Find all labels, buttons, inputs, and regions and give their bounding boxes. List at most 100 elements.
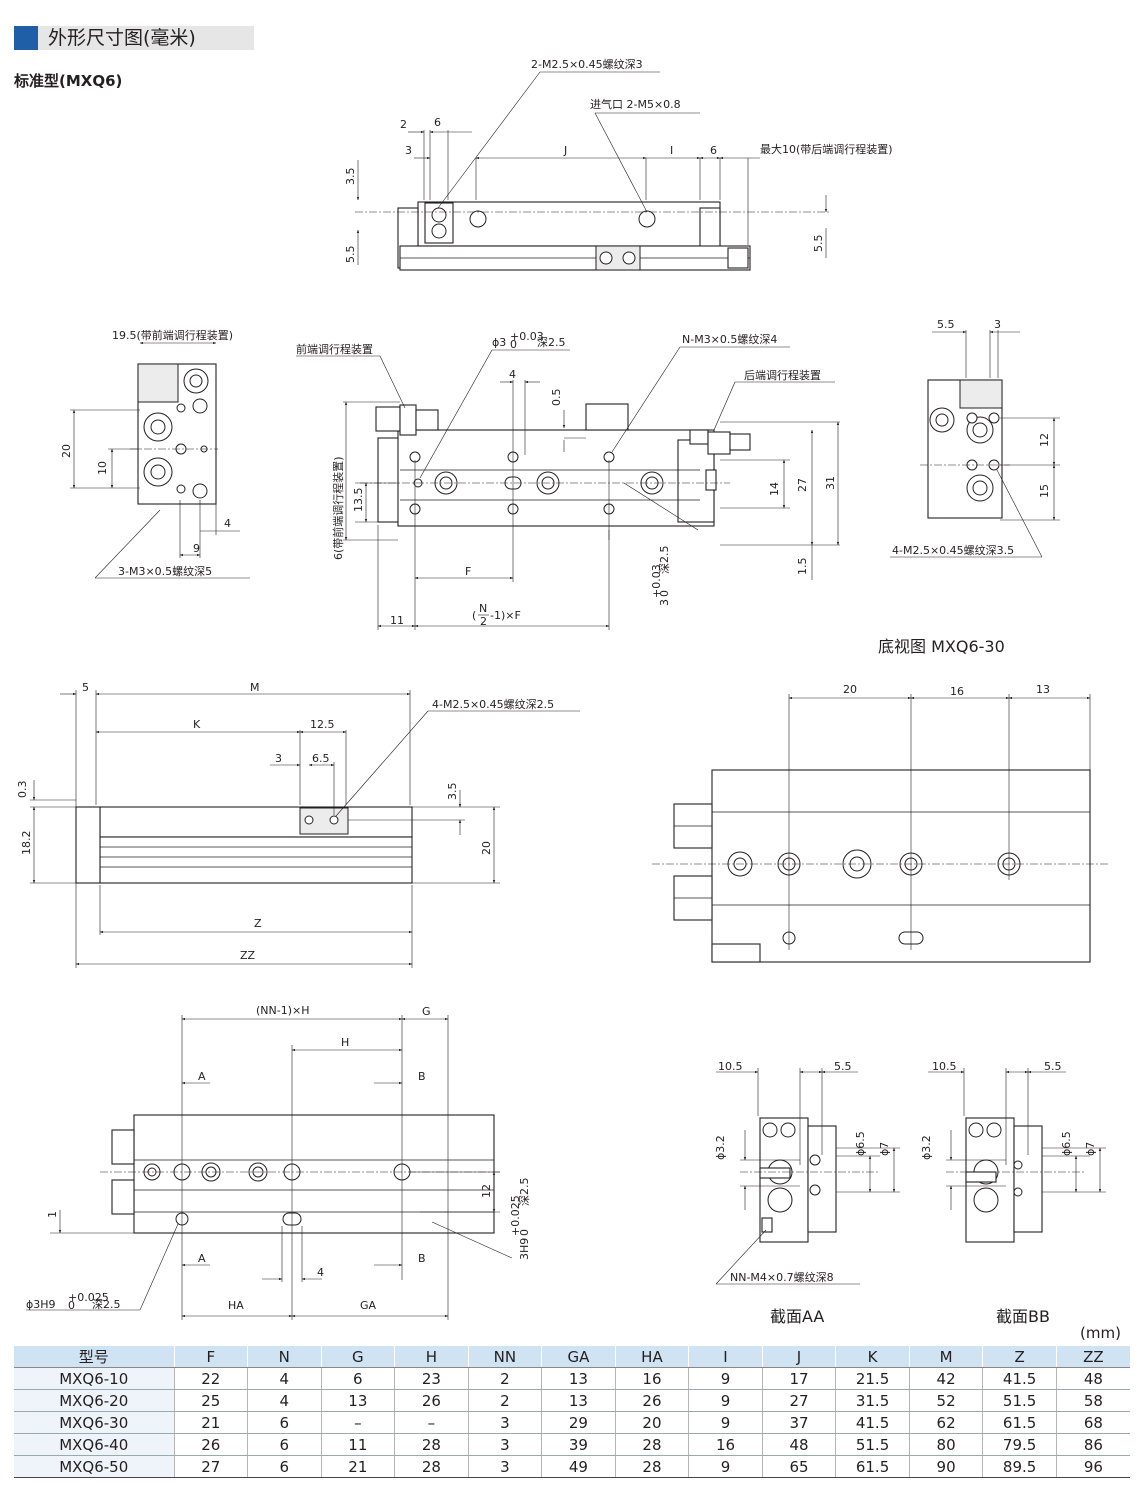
model-cell: MXQ6-30 (14, 1411, 174, 1434)
table-cell: 9 (688, 1455, 763, 1478)
dim-ZZ: ZZ (240, 949, 256, 962)
table-cell: 2 (467, 1389, 542, 1412)
table-cell: 42 (908, 1367, 983, 1390)
dim-11: 11 (390, 614, 404, 627)
table-cell: 17 (761, 1367, 836, 1390)
dim-9: 9 (193, 542, 200, 555)
dim-J: J (563, 144, 567, 157)
dim-1-tv: 1 (46, 1211, 59, 1218)
dim-20-sv: 20 (480, 841, 493, 855)
formula-d: 2 (480, 615, 487, 628)
dim-K: K (193, 718, 201, 731)
table-cell: 28 (614, 1433, 689, 1456)
dim-Z: Z (254, 917, 262, 930)
col-header: GA (541, 1346, 616, 1368)
thread-note: 2-M2.5×0.45螺纹深3 (531, 57, 643, 71)
table-cell: 52 (908, 1389, 983, 1412)
dim-3-5-sv: 3.5 (446, 783, 459, 801)
section-marker (14, 26, 38, 50)
table-cell: 28 (394, 1433, 469, 1456)
dimension-table: 型号 F N G H NN GA HA I J K M Z ZZ MXQ6-10… (14, 1346, 1130, 1478)
tv-slot-tol: +0.025 (509, 1195, 522, 1236)
table-row: MXQ6-50 27 6 21 28 3 49 28 9 65 61.5 90 … (14, 1455, 1130, 1478)
table-cell: 9 (688, 1367, 763, 1390)
dim-0-3: 0.3 (16, 781, 29, 799)
model-cell: MXQ6-20 (14, 1389, 174, 1412)
table-cell: 3 (467, 1433, 542, 1456)
col-header: ZZ (1055, 1346, 1130, 1368)
table-cell: 48 (1055, 1367, 1130, 1390)
table-cell: 9 (688, 1389, 763, 1412)
table-cell: 41.5 (835, 1411, 910, 1434)
section-b-bottom: B (418, 1252, 426, 1265)
front-note: 19.5(带前端调行程装置) (112, 328, 233, 342)
unit-label: (mm) (1080, 1324, 1121, 1342)
dim-G: G (422, 1005, 431, 1018)
slot-note: 3 (658, 599, 671, 606)
tv-pin-tol: +0.025 (68, 1291, 109, 1304)
dim-18-2: 18.2 (20, 831, 33, 856)
aa-dim-5-5: 5.5 (834, 1060, 852, 1073)
dim-1-5: 1.5 (796, 558, 809, 576)
table-cell: 65 (761, 1455, 836, 1478)
bottom-view-label: 底视图 MXQ6-30 (878, 637, 1005, 656)
table-cell: 26 (173, 1433, 248, 1456)
dim-31: 31 (824, 476, 837, 490)
section-aa-view: 10.5 5.5 ϕ3.2 ϕ6.5 ϕ7 NN-M4×0.7螺纹深8 (714, 1060, 900, 1285)
table-cell: – (394, 1411, 469, 1434)
table-cell: 58 (1055, 1389, 1130, 1412)
aa-dim-7: ϕ7 (878, 1142, 891, 1156)
table-cell: 89.5 (982, 1455, 1057, 1478)
dim-3-sv: 3 (275, 752, 282, 765)
col-header: I (688, 1346, 763, 1368)
top-view: 2 6 3 J I 6 最大10(带后端调行程装置) 2-M2.5×0.45螺纹… (344, 57, 893, 271)
table-cell: 13 (541, 1367, 616, 1390)
dim-13-5: 13.5 (352, 488, 365, 513)
table-cell: 13 (320, 1389, 395, 1412)
front-view: 19.5(带前端调行程装置) 20 10 4 9 3-M3×0.5螺纹深5 (60, 328, 250, 579)
bb-dim-10-5: 10.5 (932, 1060, 957, 1073)
table-row: MXQ6-10 22 4 6 23 2 13 16 9 17 21.5 42 4… (14, 1367, 1130, 1390)
tv-slot-tol0: 0 (518, 1229, 531, 1236)
table-cell: 29 (541, 1411, 616, 1434)
dim-12-tv: 12 (480, 1184, 493, 1198)
table-cell: 4 (247, 1389, 322, 1412)
section-title: 外形尺寸图(毫米) (48, 27, 196, 49)
table-cell: 49 (541, 1455, 616, 1478)
rear-view: 5.5 3 12 15 4-M2.5×0.45螺纹深3.5 (890, 318, 1060, 558)
table-cell: 96 (1055, 1455, 1130, 1478)
section-bb-view: 10.5 5.5 ϕ3.2 ϕ6.5 ϕ7 (920, 1060, 1106, 1243)
table-cell: 90 (908, 1455, 983, 1478)
table-cell: 2 (467, 1367, 542, 1390)
table-cell: 25 (173, 1389, 248, 1412)
table-row: MXQ6-40 26 6 11 28 3 39 28 16 48 51.5 80… (14, 1433, 1130, 1456)
table-cell: 39 (541, 1433, 616, 1456)
dim-5-5-rv: 5.5 (937, 318, 955, 331)
table-cell: 80 (908, 1433, 983, 1456)
col-header: J (761, 1346, 836, 1368)
table-cell: 9 (688, 1411, 763, 1434)
table-cell: 22 (173, 1367, 248, 1390)
table-cell: 31.5 (835, 1389, 910, 1412)
table-cell: 48 (761, 1433, 836, 1456)
col-header: G (320, 1346, 395, 1368)
table-view: (NN-1)×H G H A B A B 4 HA GA 12 1 ϕ3H9 +… (26, 1004, 531, 1320)
dim-15-rv: 15 (1038, 484, 1051, 498)
col-header: K (835, 1346, 910, 1368)
table-cell: 26 (394, 1389, 469, 1412)
formula-open: ( (472, 609, 476, 622)
bottom-thread-note: N-M3×0.5螺纹深4 (682, 332, 777, 346)
table-cell: 23 (394, 1367, 469, 1390)
pin-depth: 深2.5 (537, 336, 566, 349)
col-header: F (173, 1346, 248, 1368)
dim-2: 2 (400, 118, 407, 131)
col-header: 型号 (14, 1346, 174, 1368)
pin-note: ϕ3 (492, 336, 506, 349)
col-header: M (908, 1346, 983, 1368)
aa-dim-6-5: ϕ6.5 (854, 1131, 867, 1156)
dim-M: M (250, 681, 260, 694)
table-cell: 61.5 (982, 1411, 1057, 1434)
dim-I: I (670, 144, 673, 157)
bb-dim-6-5: ϕ6.5 (1060, 1131, 1073, 1156)
table-row: MXQ6-30 21 6 – – 3 29 20 9 37 41.5 62 61… (14, 1411, 1130, 1434)
